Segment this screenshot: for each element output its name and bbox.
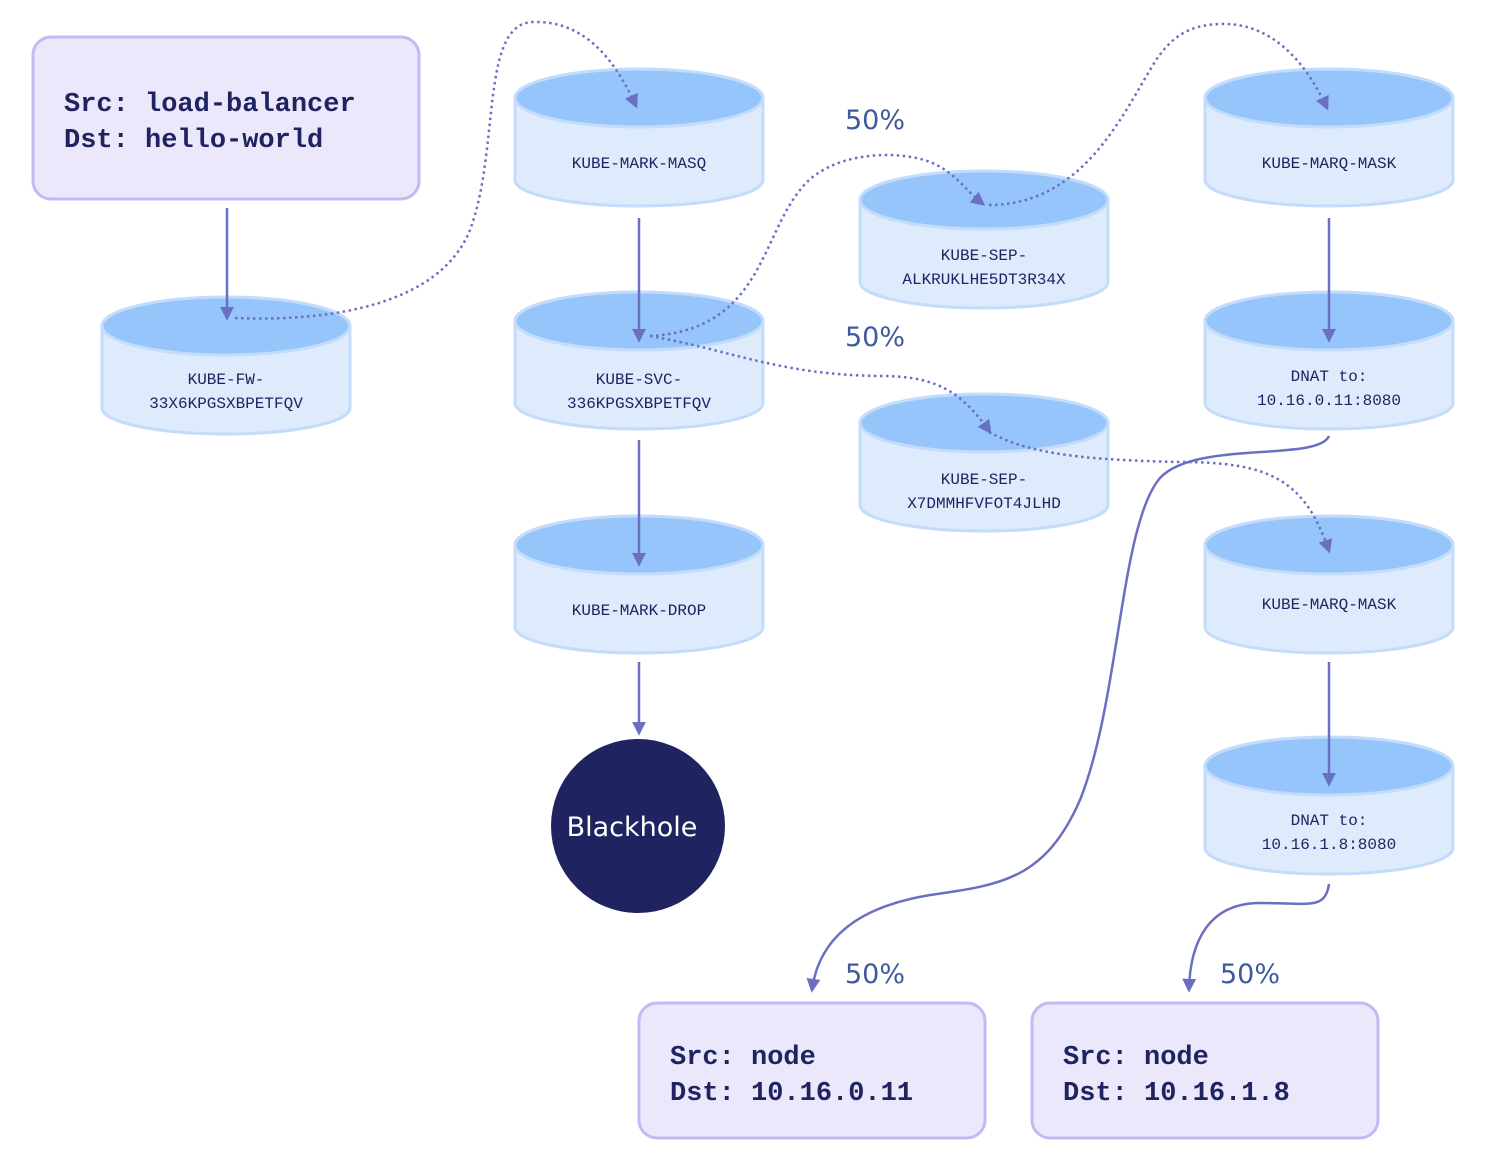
chain-kube-marq-mask-2: KUBE-MARQ-MASK <box>1203 514 1455 655</box>
chain-label-line2: ALKRUKLHE5DT3R34X <box>902 271 1066 289</box>
chain-label-line1: KUBE-MARQ-MASK <box>1262 596 1397 614</box>
chain-kube-sep-1: KUBE-SEP- ALKRUKLHE5DT3R34X <box>858 169 1110 310</box>
packet-box-final-a: Src: node Dst: 10.16.0.11 <box>637 1001 987 1140</box>
dotted-sep-1-to-marq-1 <box>988 22 1329 207</box>
chain-label-line1: KUBE-SVC- <box>596 371 682 389</box>
packet-dst-text: Dst: 10.16.1.8 <box>1063 1079 1290 1109</box>
packet-box-final-b: Src: node Dst: 10.16.1.8 <box>1030 1001 1380 1140</box>
chain-label-line1: KUBE-MARK-DROP <box>572 602 706 620</box>
blackhole-node: Blackhole <box>551 739 725 913</box>
chain-label-line1: DNAT to: <box>1291 812 1368 830</box>
percent-label-final-b: 50% <box>1220 959 1280 990</box>
chain-label-line1: KUBE-MARK-MASQ <box>572 155 706 173</box>
dotted-svc-to-sep-2 <box>649 334 992 435</box>
packet-dst-text: Dst: hello-world <box>64 126 323 156</box>
chain-label-line2: 336KPGSXBPETFQV <box>567 395 711 413</box>
arrow-dnat-2-to-final-b <box>1182 883 1331 993</box>
chain-label-line1: KUBE-MARQ-MASK <box>1262 155 1397 173</box>
chain-label-line1: DNAT to: <box>1291 368 1368 386</box>
chain-kube-marq-mask-1: KUBE-MARQ-MASK <box>1203 67 1455 208</box>
chain-label-line1: KUBE-FW- <box>188 371 265 389</box>
dotted-svc-to-sep-1 <box>649 153 986 338</box>
chain-label-line2: 10.16.0.11:8080 <box>1257 392 1401 410</box>
chain-label-line1: KUBE-SEP- <box>941 247 1027 265</box>
chain-kube-sep-2: KUBE-SEP- X7DMMHFVFOT4JLHD <box>858 392 1110 533</box>
arrow-dnat-1-to-final-a <box>806 435 1331 993</box>
chain-label-line2: X7DMMHFVFOT4JLHD <box>907 495 1061 513</box>
packet-src-text: Src: load-balancer <box>64 90 356 120</box>
chain-kube-mark-masq: KUBE-MARK-MASQ <box>513 67 765 208</box>
chain-label-line2: 33X6KPGSXBPETFQV <box>149 395 303 413</box>
blackhole-label: Blackhole <box>567 812 698 843</box>
chain-label-line2: 10.16.1.8:8080 <box>1262 836 1396 854</box>
packet-src-text: Src: node <box>1063 1043 1209 1073</box>
chain-dnat-1: DNAT to: 10.16.0.11:8080 <box>1203 290 1455 431</box>
packet-dst-text: Dst: 10.16.0.11 <box>670 1079 913 1109</box>
percent-label-final-a: 50% <box>845 959 905 990</box>
percent-label-sep-1: 50% <box>845 105 905 136</box>
chain-kube-fw: KUBE-FW- 33X6KPGSXBPETFQV <box>100 295 352 436</box>
packet-src-text: Src: node <box>670 1043 816 1073</box>
chain-label-line1: KUBE-SEP- <box>941 471 1027 489</box>
packet-box-initial: Src: load-balancer Dst: hello-world <box>31 35 421 201</box>
dotted-fw-to-masq <box>234 20 638 320</box>
percent-label-sep-2: 50% <box>845 322 905 353</box>
